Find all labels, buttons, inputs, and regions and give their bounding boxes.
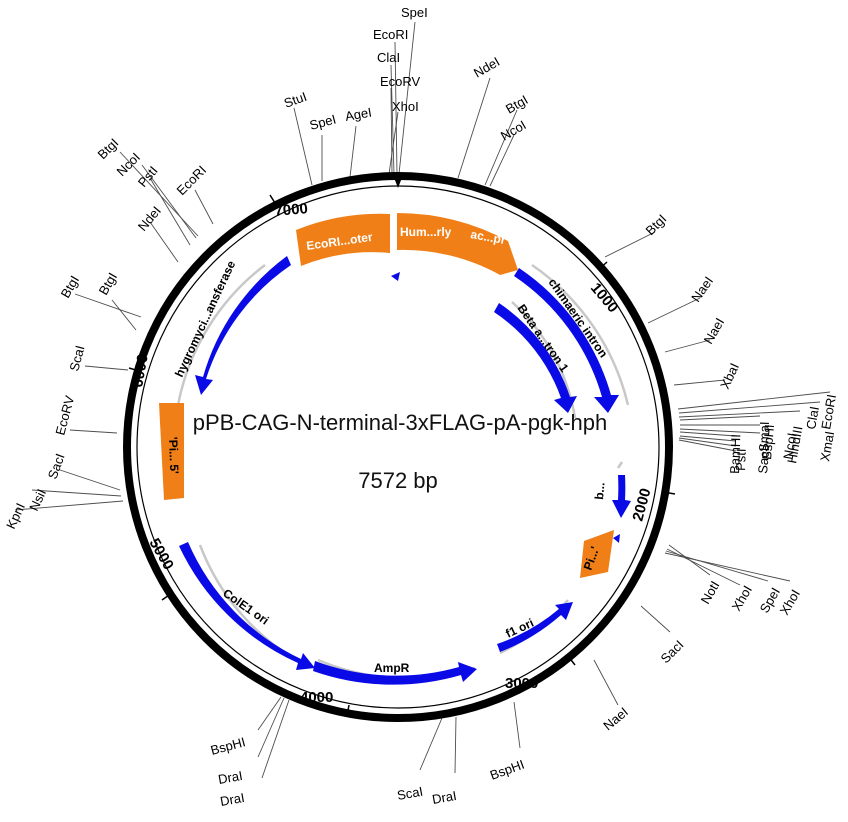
human-early-label: Hum...rly (400, 225, 452, 239)
site-label: DraI (219, 790, 246, 809)
site-label: ClaI (377, 50, 400, 65)
plasmid-title: pPB-CAG-N-terminal-3xFLAG-pA-pgk-hph (193, 410, 607, 435)
site-leader-lines (14, 21, 831, 779)
site-label: BtgI (58, 273, 83, 301)
hygromycin-label: hygromyci...ansferase (172, 258, 238, 379)
actin-promoter-label: ac...pr (469, 227, 507, 247)
ampr-label: AmpR (374, 661, 410, 675)
tick-label: 6000 (129, 353, 152, 389)
small-blue-marker-1 (391, 272, 400, 281)
site-label: SacII (755, 443, 773, 474)
site-label: NcoI (498, 117, 529, 143)
backbone-outer (123, 172, 673, 722)
tick-label: 4000 (300, 689, 333, 706)
site-label: ScaI (66, 344, 87, 373)
f1-ori-arrow (497, 602, 573, 652)
site-label: SacI (45, 451, 68, 481)
chimaeric-intron-arrow (514, 268, 619, 413)
site-label: BtgI (643, 211, 670, 238)
cole1-ori-arrow (179, 542, 315, 670)
site-label: AgeI (344, 105, 373, 124)
site-label: NdeI (471, 54, 502, 81)
site-label: BspHI (759, 424, 777, 461)
human-early-block (397, 213, 518, 275)
site-label: ClaI (803, 405, 822, 430)
ecori-promoter-block (296, 213, 390, 266)
position-ticks (128, 194, 676, 717)
site-label: StuI (282, 89, 309, 111)
site-label: NaeI (688, 274, 716, 305)
origin-marker (393, 175, 403, 188)
tick-label: 2000 (629, 486, 654, 523)
tick-label: 3000 (505, 675, 538, 692)
b-arrow (612, 475, 631, 518)
site-label: EcoRI (818, 393, 839, 430)
site-label: KpnI (3, 501, 28, 532)
plasmid-size: 7572 bp (358, 468, 438, 493)
site-label: SpeI (401, 5, 428, 20)
pi-5-label: 'Pi... 5' (166, 437, 181, 475)
small-blue-marker-2 (613, 534, 620, 543)
site-label: XhoI (392, 99, 419, 114)
hygromycin-arrow (195, 256, 291, 395)
feature-arrows (179, 256, 631, 685)
site-label: NdeI (135, 203, 164, 234)
site-label: HindIII (784, 425, 805, 465)
site-label: XmaI (817, 430, 837, 462)
site-label: DraI (217, 768, 244, 787)
site-label: BtgI (503, 92, 531, 117)
site-label: XbaI (717, 361, 742, 392)
tick-label: 7000 (274, 200, 309, 220)
site-label: BtgI (95, 135, 122, 162)
ampr-arrow (313, 661, 477, 685)
site-label: BtgI (96, 270, 121, 298)
site-label: XhoI (729, 583, 755, 614)
backbone-inner (136, 185, 660, 709)
pi-block (580, 530, 614, 578)
site-label: PstI (135, 163, 161, 190)
site-label: SmaI (756, 421, 772, 452)
site-label: NaeI (600, 704, 631, 733)
site-label: BspHI (488, 757, 526, 783)
b-label: b... (592, 482, 607, 500)
site-label: SacI (658, 637, 687, 666)
site-label: SpeI (308, 111, 338, 132)
site-label: EcoRI (373, 27, 408, 42)
site-label: NotI (698, 578, 723, 606)
site-label: DraI (431, 788, 458, 807)
site-label: EcoRI (174, 162, 210, 198)
pi-5-block (159, 403, 184, 500)
site-label: NaeI (701, 315, 728, 346)
orange-blocks (159, 213, 614, 578)
site-label: EcoRV (380, 74, 421, 89)
site-label: BspHI (209, 734, 247, 758)
site-label: BamHI (727, 434, 743, 474)
site-labels: SpeI EcoRI ClaI EcoRV XhoI NdeI BtgI Nco… (3, 5, 839, 809)
site-label: NcoI (780, 432, 799, 461)
site-label: PstI (733, 448, 749, 471)
site-label: ScaI (396, 784, 424, 803)
beta-actin-intron-arrow (494, 303, 577, 413)
